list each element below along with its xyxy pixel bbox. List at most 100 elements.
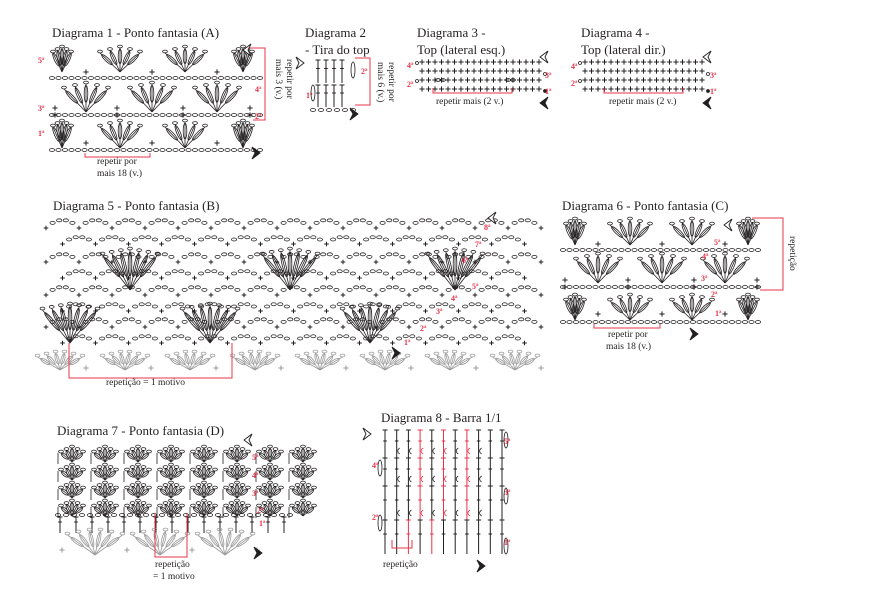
chain-stitch	[212, 503, 218, 508]
single-crochet	[438, 68, 445, 74]
chain-stitch	[605, 285, 612, 289]
chain-stitch	[716, 285, 723, 289]
fan-stitch	[126, 488, 139, 499]
single-crochet	[439, 324, 445, 330]
fan-stitch	[297, 468, 304, 481]
chain-stitch	[287, 246, 293, 251]
double-crochet	[441, 457, 446, 486]
fan-stitch	[743, 298, 749, 321]
chain-stitch	[101, 76, 108, 80]
fan-loop	[360, 307, 368, 331]
fan-loop	[104, 257, 121, 278]
fan-stitch	[104, 504, 111, 517]
chain-stitch	[346, 254, 353, 259]
chain-stitch	[243, 148, 250, 152]
fan-stitch	[586, 257, 599, 284]
fan-stitch	[109, 124, 121, 149]
chain-stitch	[346, 287, 353, 292]
fan-stitch	[269, 470, 282, 481]
chain-stitch	[72, 334, 79, 339]
chain-stitch	[79, 513, 86, 517]
fan-loop	[131, 90, 145, 104]
fan-stitch	[85, 86, 98, 113]
single-crochet	[307, 292, 313, 298]
chain-stitch	[659, 251, 665, 256]
single-crochet	[686, 77, 692, 83]
fan-stitch	[67, 534, 96, 556]
chain-stitch	[256, 449, 262, 454]
repeat-label: repetir por	[608, 330, 648, 340]
chain-stitch	[644, 248, 651, 252]
fan-stitch	[165, 468, 172, 481]
chain-stitch	[267, 462, 273, 467]
chain-stitch	[339, 353, 346, 358]
chain-stitch	[140, 465, 147, 469]
chain-stitch	[461, 248, 467, 252]
chain-stitch	[353, 285, 360, 290]
single-crochet	[247, 112, 253, 118]
fan-loop	[61, 470, 69, 478]
single-crochet	[484, 86, 490, 92]
chain-stitch	[201, 444, 207, 449]
fan-stitch	[51, 308, 71, 344]
fan-stitch	[342, 309, 371, 344]
fan-loop	[515, 353, 521, 365]
chain-stitch	[272, 483, 279, 487]
chain-stitch	[137, 123, 143, 128]
double-crochet	[464, 429, 470, 458]
chain-stitch	[586, 320, 593, 324]
chain-stitch	[573, 256, 579, 261]
chain-stitch	[508, 334, 515, 339]
chain-stitch	[498, 254, 505, 259]
fan-loop	[605, 261, 619, 275]
chain-stitch	[79, 353, 86, 358]
chain-stitch	[689, 216, 695, 221]
fan-loop	[201, 484, 207, 494]
fan-loop	[184, 353, 190, 365]
double-crochet	[185, 516, 191, 533]
single-crochet	[192, 275, 197, 281]
chain-stitch	[179, 449, 185, 454]
chain-stitch	[256, 503, 262, 508]
single-crochet	[408, 365, 414, 371]
fan-loop	[168, 448, 174, 458]
chain-stitch	[267, 287, 274, 292]
repeat-side-line: mais 3 (v.)	[273, 59, 283, 100]
fan-stitch	[743, 222, 749, 246]
chain-stitch	[114, 76, 121, 80]
chain-stitch	[194, 285, 201, 290]
single-crochet	[175, 292, 181, 298]
chain-stitch	[249, 49, 255, 54]
chain-stitch	[333, 108, 340, 112]
fan-loop	[205, 87, 214, 104]
fan-loop	[170, 358, 181, 366]
single-crochet	[686, 68, 692, 74]
chain-stitch	[415, 336, 422, 341]
direction-arrow-icon	[689, 327, 699, 341]
fan-stitch	[184, 52, 206, 73]
single-crochet	[691, 284, 697, 290]
chain-stitch	[599, 248, 606, 252]
fan-loop	[259, 452, 267, 460]
double-crochet	[249, 516, 255, 533]
single-crochet	[640, 86, 647, 92]
fan-loop	[230, 534, 241, 548]
chain-stitch	[107, 47, 113, 51]
row-number: 1ª	[404, 338, 411, 347]
single-crochet	[451, 59, 458, 65]
chain-stitch	[469, 353, 476, 358]
chain-stitch	[127, 113, 134, 117]
fan-stitch	[71, 486, 78, 499]
chain-stitch	[330, 237, 337, 242]
chain-stitch	[247, 254, 254, 259]
chain-stitch	[531, 254, 538, 259]
repeat-bracket	[355, 57, 371, 106]
chain-stitch	[303, 334, 310, 339]
fan-loop	[699, 226, 711, 238]
fan-loop	[105, 358, 116, 366]
double-crochet	[73, 516, 79, 533]
chain-stitch	[162, 527, 169, 532]
chain-stitch	[206, 465, 213, 469]
row-number: 3ª	[38, 104, 45, 113]
fan-stitch	[629, 300, 651, 321]
